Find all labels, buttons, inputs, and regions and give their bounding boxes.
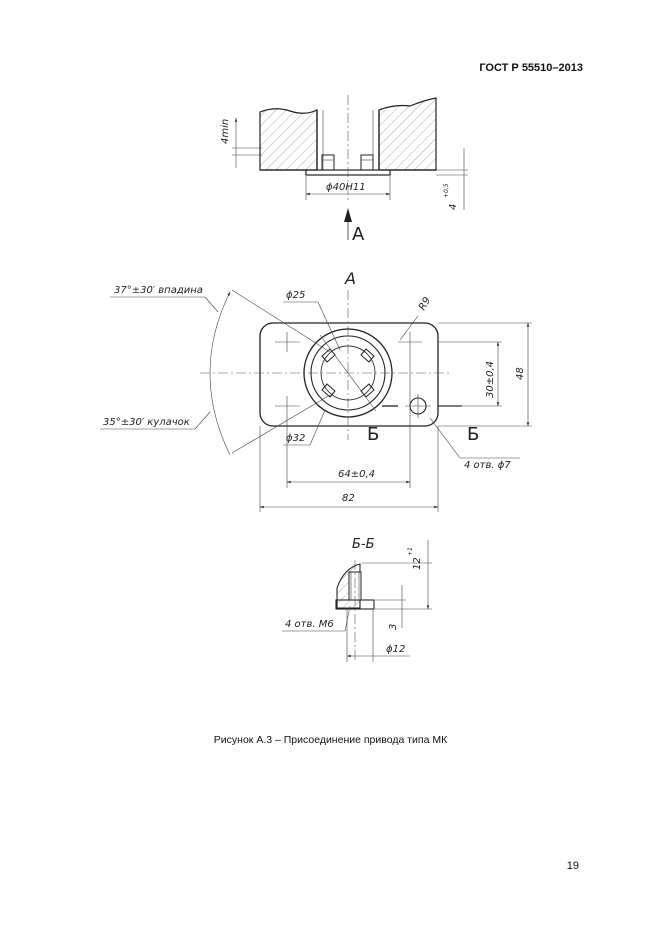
dim-30-label: 30±0,4 [485, 361, 496, 398]
standard-header: ГОСТ Р 55510–2013 [479, 62, 583, 74]
dim-48-label: 48 [515, 367, 526, 380]
dim-d32-label: ϕ32 [286, 433, 305, 444]
dim-82-label: 82 [342, 493, 355, 504]
dim-d12-label: ϕ12 [386, 644, 405, 655]
dim-bore-label: ϕ40H11 [326, 182, 366, 193]
dim-4min-label: 4min [220, 119, 231, 144]
view-a-title: A [344, 269, 356, 288]
angle-valley-label: 37°±30′ впадина [114, 285, 203, 296]
dim-depth-label: 4 [448, 204, 459, 210]
top-section-view [232, 95, 468, 240]
section-bb-title: Б-Б [352, 537, 375, 552]
section-mark-left: Б [367, 424, 379, 445]
dim-64-label: 64±0,4 [338, 469, 375, 480]
dim-r9-label: R9 [417, 295, 433, 312]
dim-12-label: 12 [412, 557, 423, 570]
view-a [100, 289, 532, 512]
thread-label: 4 отв. М6 [285, 619, 334, 630]
view-arrow-label: A [352, 224, 365, 245]
dim-depth-tolerance: +0,5 [443, 183, 450, 198]
section-bb [282, 540, 432, 662]
dim-d25-label: ϕ25 [286, 290, 305, 301]
holes-label: 4 отв. ϕ7 [464, 460, 511, 471]
dim-12-tolerance: +1 [407, 547, 414, 556]
angle-cam-label: 35°±30′ кулачок [103, 417, 190, 428]
figure-caption: Рисунок А.3 – Присоединение привода типа… [213, 734, 448, 746]
page-number: 19 [566, 860, 579, 872]
dim-3-label: 3 [388, 624, 399, 630]
section-mark-right: Б [467, 424, 479, 445]
